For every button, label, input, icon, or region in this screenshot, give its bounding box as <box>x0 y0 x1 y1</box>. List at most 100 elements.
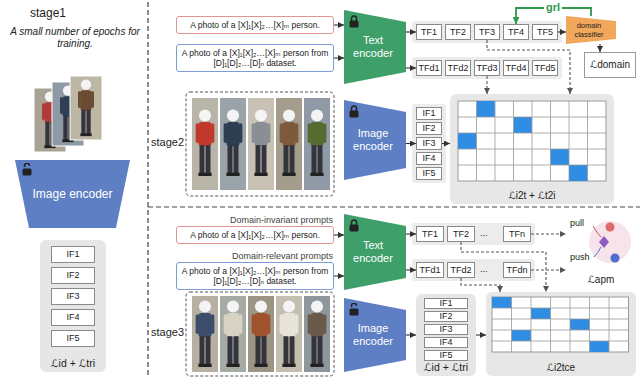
feature-box: IF5 <box>424 350 468 361</box>
prompt-box-text: A photo of a [X]₁[X]₂…[X]ₘ person from [… <box>180 48 330 68</box>
feature-box-text: TFd5 <box>534 64 555 73</box>
loss-panel: ℒid + ℒtriIF1IF2IF3IF4IF5 <box>40 240 106 372</box>
loss-panel: ℒi2tce <box>486 292 636 376</box>
apm-push-label: push <box>570 252 590 263</box>
dashed-arrow <box>531 269 566 270</box>
feature-box: TFn <box>503 226 531 242</box>
feature-box-text: IF3 <box>422 139 435 148</box>
feature-box-text: TFdn <box>506 266 527 275</box>
image-encoder: Image encoder <box>15 160 130 228</box>
image-encoder: Image encoder <box>344 298 406 372</box>
loss-box: ℒdomain <box>584 52 636 78</box>
arrow <box>334 275 344 276</box>
loss-panel: ℒi2t + ℒt2i <box>450 94 614 204</box>
prompt-heading: Domain-relevant prompts <box>232 251 333 263</box>
loss-panel-text: ℒid + ℒtri <box>424 361 468 374</box>
stage-separators <box>148 2 640 378</box>
feature-box: IF3 <box>416 137 442 150</box>
feature-box: TF4 <box>503 24 529 40</box>
feature-box: TFdn <box>503 262 531 278</box>
loss-panel-text: ℒid + ℒtri <box>51 357 95 370</box>
feature-box: TF5 <box>532 24 558 40</box>
lock-closed <box>350 220 359 232</box>
feature-box: TFd5 <box>532 60 558 76</box>
feature-box-text: IF5 <box>66 334 79 343</box>
prompt-box: Domain-relevant promptsA photo of a [X]₁… <box>176 262 334 290</box>
feature-box-text: IF2 <box>66 271 79 280</box>
arrow <box>406 233 416 234</box>
feature-box-text: IF5 <box>439 351 452 360</box>
feature-box: TFd4 <box>503 60 529 76</box>
feature-box: IF2 <box>51 267 95 284</box>
feature-box-text: TF1 <box>421 28 437 37</box>
feature-box: IF2 <box>416 122 442 135</box>
stage-label: stage2 <box>151 136 184 149</box>
arrow <box>558 31 566 32</box>
text-encoder-text: Text encoder <box>348 239 398 265</box>
apm-illustration <box>589 221 631 263</box>
ellipsis: ... <box>480 264 488 275</box>
shape-fill <box>344 298 406 372</box>
arrow <box>406 143 416 144</box>
arrow <box>334 234 344 235</box>
shape-fill <box>15 160 130 228</box>
feature-box-text: TF2 <box>453 230 469 239</box>
image-encoder: Image encoder <box>344 100 406 180</box>
feature-box-text: TFd2 <box>447 64 468 73</box>
arrow <box>334 57 344 58</box>
feature-box: IF5 <box>416 167 442 180</box>
loss-panel-text: ℒi2t + ℒt2i <box>509 190 556 202</box>
feature-box-text: IF1 <box>422 109 435 118</box>
feature-box-text: IF3 <box>439 325 452 334</box>
feature-box-text: IF1 <box>439 299 452 308</box>
feature-box: TFd1 <box>416 262 444 278</box>
text-encoder: Text encoder <box>344 10 406 84</box>
feature-box-text: TF4 <box>508 28 524 37</box>
prompt-box-text: A photo of a [X]₁[X]₂…[X]ₘ person from [… <box>180 266 330 286</box>
feature-box: IF3 <box>51 288 95 305</box>
feature-box: TF1 <box>416 226 444 242</box>
feature-box-text: TF1 <box>422 230 438 239</box>
lock-closed <box>350 106 359 118</box>
dashed-arrow <box>461 278 500 292</box>
feature-box: TFd2 <box>445 60 471 76</box>
arrow <box>599 44 600 52</box>
shape-fill <box>344 10 406 84</box>
loss-box-text: ℒdomain <box>590 59 630 71</box>
prompt-box-text: A photo of a [X]₁[X]₂…[X]ₘ person. <box>190 230 320 240</box>
feature-box: IF5 <box>51 330 95 347</box>
stage-note: A small number of epochs for training. <box>8 26 142 50</box>
feature-box: IF1 <box>424 298 468 309</box>
arrow <box>476 334 486 335</box>
feature-box-text: TF2 <box>450 28 466 37</box>
feature-box-text: IF1 <box>66 250 79 259</box>
feature-box-text: TFd1 <box>419 266 440 275</box>
stage2-photos <box>186 92 334 196</box>
feature-box: TF2 <box>447 226 475 242</box>
feature-box: IF1 <box>51 246 95 263</box>
prompt-box-text: A photo of a [X]₁[X]₂…[X]ₘ person. <box>190 20 320 30</box>
feature-box-text: IF5 <box>422 169 435 178</box>
prompt-box: A photo of a [X]₁[X]₂…[X]ₘ person. <box>176 16 334 34</box>
feature-box: IF4 <box>416 152 442 165</box>
prompt-box: A photo of a [X]₁[X]₂…[X]ₘ person from [… <box>176 44 334 72</box>
loss-panel-text: ℒi2tce <box>547 362 575 374</box>
feature-box-text: TFd3 <box>476 64 497 73</box>
dashed-arrow <box>486 76 487 94</box>
feature-box: TF3 <box>474 24 500 40</box>
shape-fill <box>344 214 406 290</box>
loss-panel-text: ℒapm <box>588 274 615 286</box>
feature-box-text: TF5 <box>537 28 553 37</box>
prompt-heading: Domain-invariant prompts <box>230 215 333 227</box>
domain-classifier-text: domain classifier <box>570 21 608 39</box>
feature-box-text: IF4 <box>439 338 452 347</box>
similarity-matrix <box>486 292 636 376</box>
similarity-matrix <box>450 94 614 204</box>
feature-box: IF2 <box>424 311 468 322</box>
feature-box-text: IF3 <box>66 292 79 301</box>
feature-box-text: IF2 <box>422 124 435 133</box>
prompt-box: Domain-invariant promptsA photo of a [X]… <box>176 226 334 244</box>
arrow <box>334 24 344 25</box>
stage3-photos <box>186 292 334 376</box>
ellipsis: ... <box>480 228 488 239</box>
